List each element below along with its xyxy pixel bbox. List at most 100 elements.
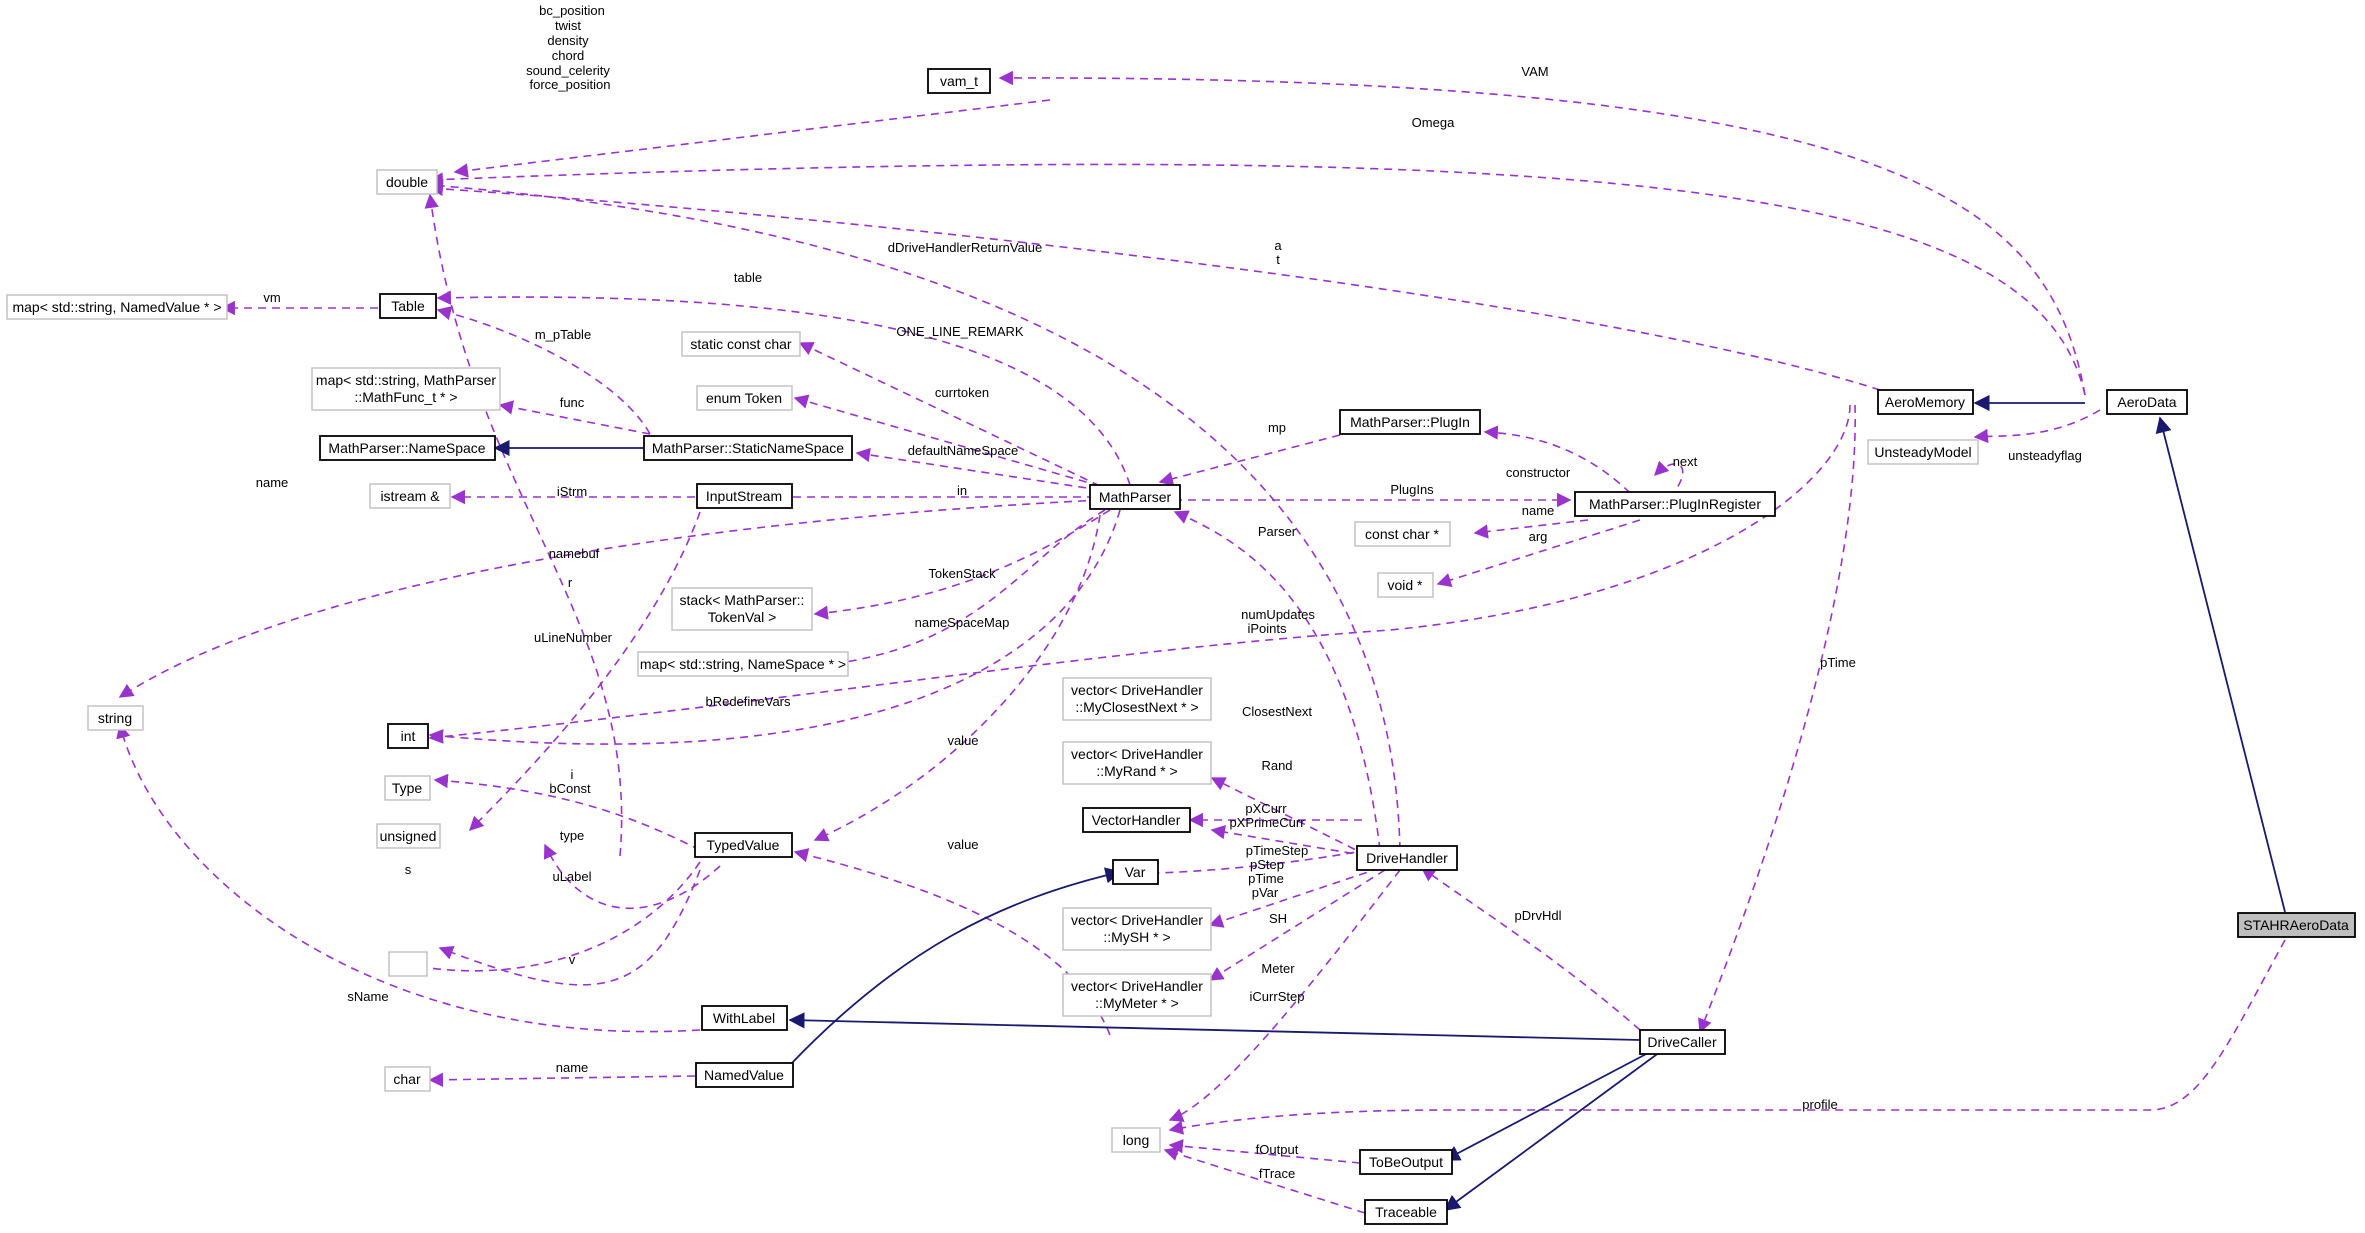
node-namespace[interactable]: MathParser::NameSpace (319, 435, 496, 461)
svg-text:void *: void * (1387, 577, 1423, 593)
svg-text:TokenVal >: TokenVal > (708, 609, 777, 625)
node-named-value[interactable]: NamedValue (695, 1062, 794, 1088)
svg-text:unsigned: unsigned (380, 828, 437, 844)
node-input-stream[interactable]: InputStream (696, 483, 793, 509)
edge-label-v: v (569, 952, 576, 967)
svg-text:string: string (98, 710, 132, 726)
edge-labels: bc_position twist density chord sound_ce… (256, 3, 2082, 1181)
node-double[interactable]: double (376, 169, 438, 195)
node-istream[interactable]: istream & (369, 483, 451, 509)
svg-text:DriveHandler: DriveHandler (1366, 850, 1448, 866)
svg-text:map< std::string, NamedValue *: map< std::string, NamedValue * > (12, 299, 221, 315)
node-var[interactable]: Var (1112, 859, 1159, 885)
edge-label-unsteadyflag: unsteadyflag (2008, 448, 2082, 463)
node-vec-meter[interactable]: vector< DriveHandler ::MyMeter * > (1062, 973, 1212, 1017)
edge-label-num-updates: numUpdates (1241, 607, 1315, 622)
node-traceable[interactable]: Traceable (1364, 1199, 1448, 1225)
svg-text:NamedValue: NamedValue (704, 1067, 784, 1083)
node-unsteady-model[interactable]: UnsteadyModel (1867, 439, 1979, 465)
edge-label-value-mathparser: value (947, 733, 978, 748)
node-vec-sh[interactable]: vector< DriveHandler ::MySH * > (1062, 907, 1212, 951)
node-void-ptr[interactable]: void * (1377, 572, 1434, 598)
edge-label-namespace-map: nameSpaceMap (915, 615, 1010, 630)
node-type[interactable]: Type (384, 775, 431, 801)
svg-text:vector< DriveHandler: vector< DriveHandler (1071, 912, 1203, 928)
svg-text:static const char: static const char (690, 336, 791, 352)
edge-label-force-position: force_position (530, 77, 611, 92)
node-stahr-aero-data[interactable]: STAHRAeroData (2237, 912, 2356, 938)
node-string[interactable]: string (87, 705, 144, 731)
edge-label-next: next (1673, 454, 1698, 469)
edge-label-plugins: PlugIns (1390, 482, 1434, 497)
edge-label-density: density (547, 33, 589, 48)
edge-label-d-drive-handler-return-value: dDriveHandlerReturnValue (888, 240, 1042, 255)
node-typed-value[interactable]: TypedValue (694, 832, 793, 858)
node-to-be-output[interactable]: ToBeOutput (1359, 1149, 1453, 1175)
edge-label-type: type (560, 828, 585, 843)
node-static-namespace[interactable]: MathParser::StaticNameSpace (643, 435, 853, 461)
node-drive-caller[interactable]: DriveCaller (1639, 1029, 1726, 1055)
edge-label-p-time-step: pTimeStep (1246, 843, 1308, 858)
node-int[interactable]: int (387, 723, 429, 749)
svg-text:enum Token: enum Token (706, 390, 782, 406)
svg-text:MathParser::NameSpace: MathParser::NameSpace (328, 440, 485, 456)
svg-text:char: char (393, 1071, 421, 1087)
node-aero-data[interactable]: AeroData (2106, 389, 2188, 415)
node-plugin[interactable]: MathParser::PlugIn (1339, 409, 1481, 435)
node-long[interactable]: long (1111, 1127, 1161, 1153)
edge-label-u-label: uLabel (552, 869, 591, 884)
node-with-label[interactable]: WithLabel (701, 1005, 788, 1031)
edge-label-s: s (405, 862, 412, 877)
svg-text:istream &: istream & (380, 488, 440, 504)
node-aero-memory[interactable]: AeroMemory (1877, 389, 1974, 415)
node-enum-token[interactable]: enum Token (696, 385, 793, 411)
edge-label-p-x-prime-curr: pXPrimeCurr (1229, 815, 1305, 830)
edge-label-vm: vm (263, 290, 280, 305)
node-token-stack[interactable]: stack< MathParser:: TokenVal > (671, 587, 813, 631)
node-math-parser[interactable]: MathParser (1089, 484, 1181, 510)
node-plugin-register[interactable]: MathParser::PlugInRegister (1574, 491, 1776, 517)
edges (116, 70, 2286, 1214)
svg-text:vam_t: vam_t (940, 73, 978, 89)
node-empty[interactable] (388, 951, 428, 977)
edge-label-namebuf: namebuf (549, 546, 600, 561)
edge-label-closest-next: ClosestNext (1242, 704, 1312, 719)
edge-label-name-namespace: name (256, 475, 289, 490)
edge-label-bc-position: bc_position (539, 3, 605, 18)
edge-label-a: a (1274, 238, 1282, 253)
node-map-named-value[interactable]: map< std::string, NamedValue * > (6, 294, 228, 320)
edge-label-chord: chord (552, 48, 585, 63)
node-table[interactable]: Table (379, 293, 437, 319)
node-static-const-char[interactable]: static const char (681, 331, 801, 357)
edge-label-p-var: pVar (1252, 885, 1279, 900)
node-vec-closest[interactable]: vector< DriveHandler ::MyClosestNext * > (1062, 677, 1212, 721)
svg-text:::MyClosestNext * >: ::MyClosestNext * > (1075, 699, 1198, 715)
edge-label-default-namespace: defaultNameSpace (908, 443, 1019, 458)
edge-label-profile: profile (1802, 1097, 1837, 1112)
node-map-math-func[interactable]: map< std::string, MathParser ::MathFunc_… (311, 367, 501, 411)
svg-text:MathParser::StaticNameSpace: MathParser::StaticNameSpace (652, 440, 844, 456)
svg-text:vector< DriveHandler: vector< DriveHandler (1071, 746, 1203, 762)
svg-text:UnsteadyModel: UnsteadyModel (1874, 444, 1971, 460)
node-vec-rand[interactable]: vector< DriveHandler ::MyRand * > (1062, 741, 1212, 785)
edge-label-value-var: value (947, 837, 978, 852)
svg-text:int: int (401, 728, 416, 744)
node-const-char[interactable]: const char * (1354, 521, 1451, 547)
edge-label-table: table (734, 270, 762, 285)
edge-label-i: i (571, 767, 574, 782)
edge-label-f-trace: fTrace (1259, 1166, 1295, 1181)
edge-label-m-p-table: m_pTable (535, 327, 591, 342)
svg-text:WithLabel: WithLabel (713, 1010, 775, 1026)
node-drive-handler[interactable]: DriveHandler (1356, 845, 1458, 871)
node-map-namespace[interactable]: map< std::string, NameSpace * > (637, 651, 849, 677)
node-char[interactable]: char (384, 1066, 431, 1092)
svg-text:map< std::string, NameSpace *: map< std::string, NameSpace * > (640, 656, 846, 672)
node-unsigned[interactable]: unsigned (376, 823, 441, 849)
edge-label-b-redefine-vars: bRedefineVars (705, 694, 791, 709)
node-vam-t[interactable]: vam_t (927, 68, 991, 94)
edge-label-mp: mp (1268, 420, 1286, 435)
node-vector-handler[interactable]: VectorHandler (1082, 807, 1191, 833)
svg-text:vector< DriveHandler: vector< DriveHandler (1071, 682, 1203, 698)
edge-label-in: in (957, 483, 967, 498)
